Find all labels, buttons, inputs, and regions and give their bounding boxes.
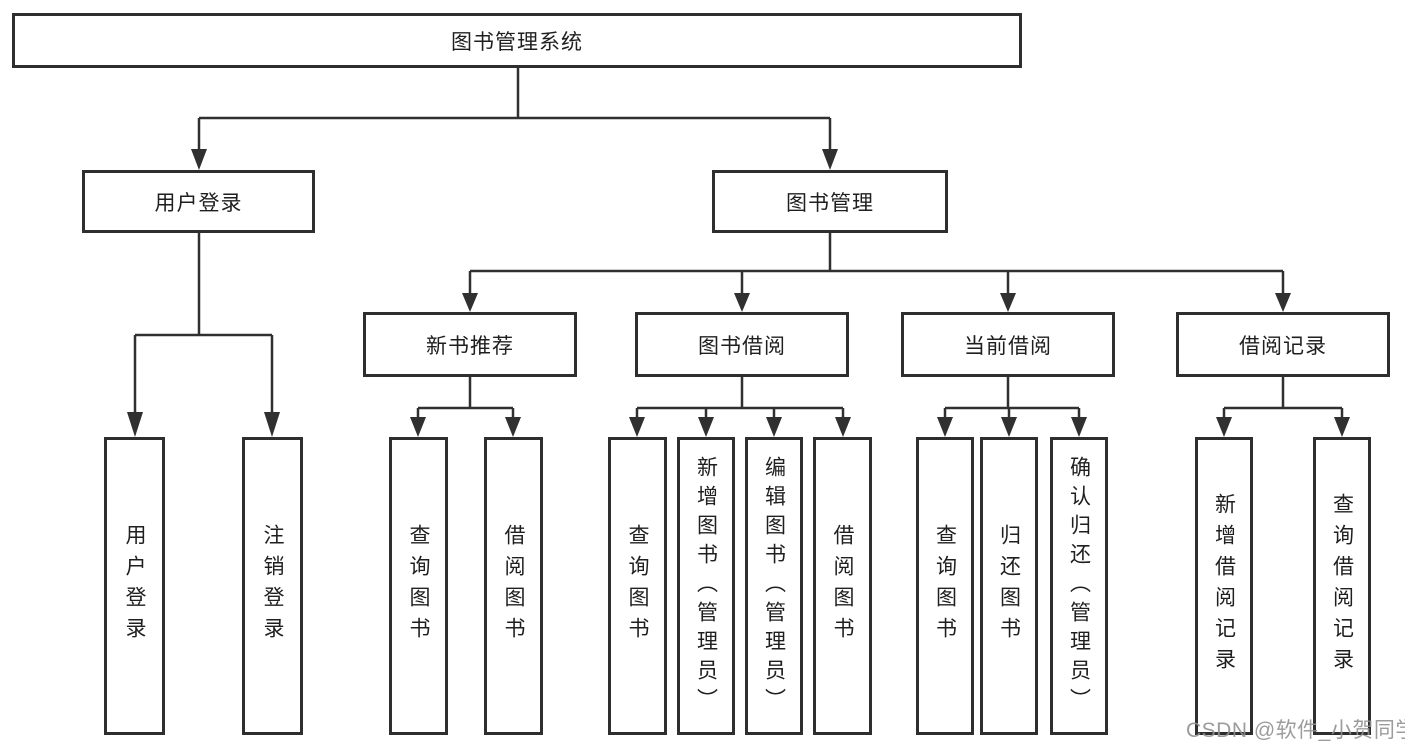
node-root-system: 图书管理系统 bbox=[12, 13, 1022, 68]
node-current-borrowing: 当前借阅 bbox=[901, 312, 1115, 377]
leaf-add-books-admin: 新增图书（管理员） bbox=[677, 437, 735, 735]
leaf-borrow-books-borrowing: 借阅图书 bbox=[813, 437, 872, 735]
leaf-query-borrow-record: 查询借阅记录 bbox=[1313, 437, 1371, 735]
node-borrowing-records: 借阅记录 bbox=[1176, 312, 1390, 377]
leaf-return-books: 归还图书 bbox=[980, 437, 1038, 735]
leaf-user-login: 用户登录 bbox=[104, 437, 165, 735]
leaf-logout: 注销登录 bbox=[242, 437, 303, 735]
leaf-query-books-current: 查询图书 bbox=[916, 437, 974, 735]
leaf-edit-books-admin: 编辑图书（管理员） bbox=[745, 437, 803, 735]
node-book-borrowing: 图书借阅 bbox=[635, 312, 849, 377]
node-user-login: 用户登录 bbox=[82, 170, 315, 233]
leaf-confirm-return-admin: 确认归还（管理员） bbox=[1050, 437, 1108, 735]
leaf-query-books-recommend: 查询图书 bbox=[389, 437, 448, 735]
leaf-add-borrow-record: 新增借阅记录 bbox=[1195, 437, 1253, 735]
leaf-query-books-borrowing: 查询图书 bbox=[608, 437, 667, 735]
node-book-management: 图书管理 bbox=[712, 170, 948, 233]
leaf-borrow-books-recommend: 借阅图书 bbox=[484, 437, 543, 735]
csdn-watermark: CSDN @软件_小贺同学 bbox=[1186, 719, 1405, 742]
node-new-book-recommend: 新书推荐 bbox=[363, 312, 577, 377]
